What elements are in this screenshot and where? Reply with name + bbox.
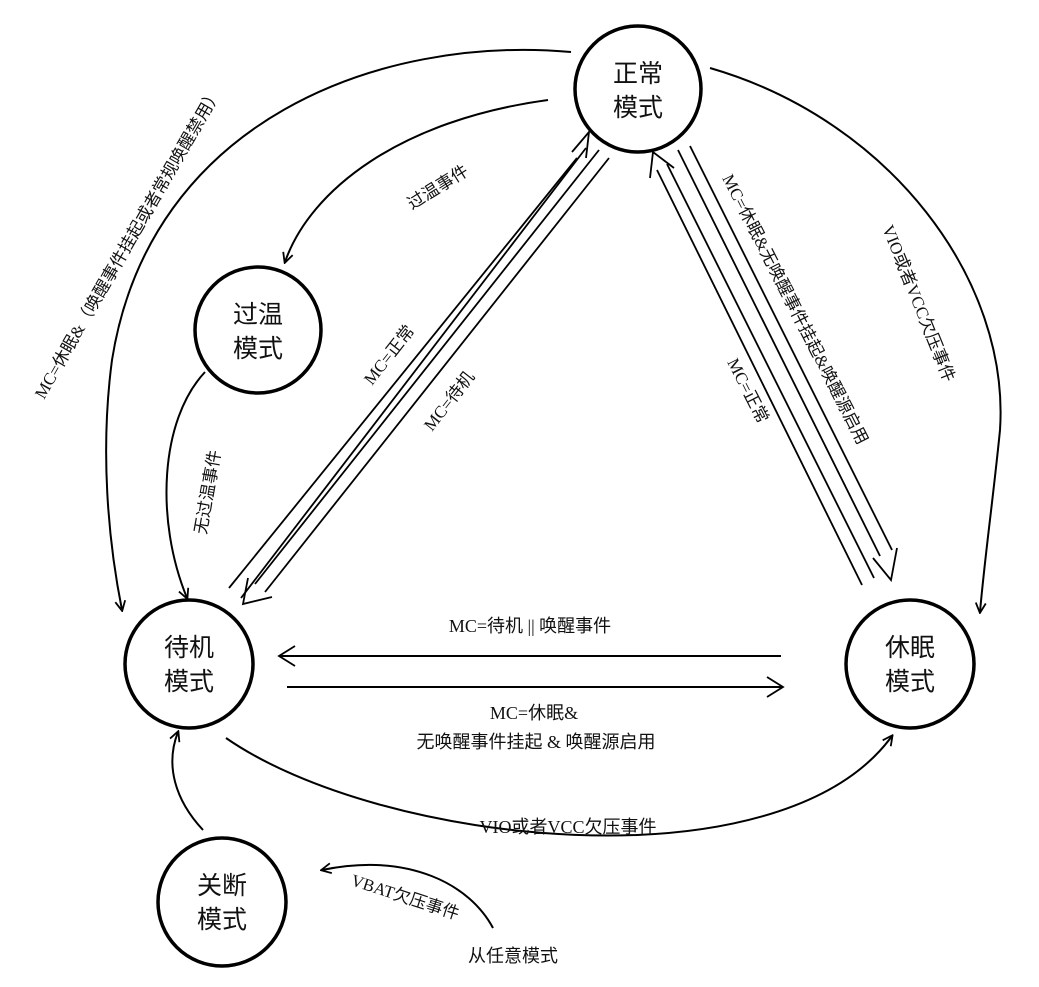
node-overheat-line1: 过温	[233, 301, 283, 329]
label-normal-to-standby: MC=待机	[420, 368, 478, 435]
edge-shutdown-to-standby	[172, 732, 204, 831]
node-standby-line1: 待机	[164, 634, 214, 662]
node-sleep-line1: 休眠	[885, 634, 935, 662]
label-normal-to-sleep: MC=休眠&无唤醒事件挂起&唤醒源启用	[718, 171, 871, 447]
edge-overheat-to-standby	[165, 371, 206, 598]
label-sleep-to-standby: MC=待机 || 唤醒事件	[449, 616, 611, 636]
node-normal: 正常 模式	[573, 24, 703, 154]
node-shutdown-line2: 模式	[197, 906, 247, 934]
label-any-mode: 从任意模式	[468, 946, 558, 966]
node-sleep: 休眠 模式	[844, 598, 976, 730]
edge-normal-to-standby-outer	[105, 48, 572, 610]
edge-standby-to-sleep-curve	[225, 736, 892, 837]
edge-standby-to-normal	[228, 129, 591, 599]
edge-normal-to-sleep-outer	[709, 67, 1002, 612]
label-overheat-to-standby: 无过温事件	[191, 449, 224, 536]
label-any-to-shutdown: VBAT欠压事件	[349, 871, 462, 924]
label-standby-to-sleep-curve: VIO或者VCC欠压事件	[479, 817, 656, 837]
label-standby-to-sleep-line2: 无唤醒事件挂起 & 唤醒源启用	[417, 732, 656, 752]
node-standby: 待机 模式	[123, 598, 255, 730]
edge-normal-to-sleep	[677, 145, 898, 583]
label-sleep-to-normal: MC=正常	[723, 355, 772, 426]
node-standby-line2: 模式	[164, 668, 214, 696]
edge-normal-to-standby	[241, 149, 610, 606]
edge-normal-to-overheat	[285, 99, 549, 262]
label-normal-to-sleep-outer: VIO或者VCC欠压事件	[878, 222, 958, 384]
node-overheat-line2: 模式	[233, 335, 283, 363]
node-sleep-line2: 模式	[885, 668, 935, 696]
edge-sleep-to-normal	[649, 150, 875, 586]
label-standby-to-sleep-line1: MC=休眠&	[490, 703, 578, 723]
node-normal-line2: 模式	[613, 94, 663, 122]
node-shutdown-line1: 关断	[197, 872, 247, 900]
edge-any-to-shutdown	[322, 865, 494, 929]
node-shutdown: 关断 模式	[156, 836, 288, 968]
node-overheat: 过温 模式	[193, 265, 323, 395]
label-normal-to-overheat: 过温事件	[404, 161, 472, 213]
node-normal-line1: 正常	[613, 60, 663, 88]
label-normal-to-standby-outer: MC=休眠&（唤醒事件挂起或者常规唤醒禁用）	[31, 85, 225, 402]
